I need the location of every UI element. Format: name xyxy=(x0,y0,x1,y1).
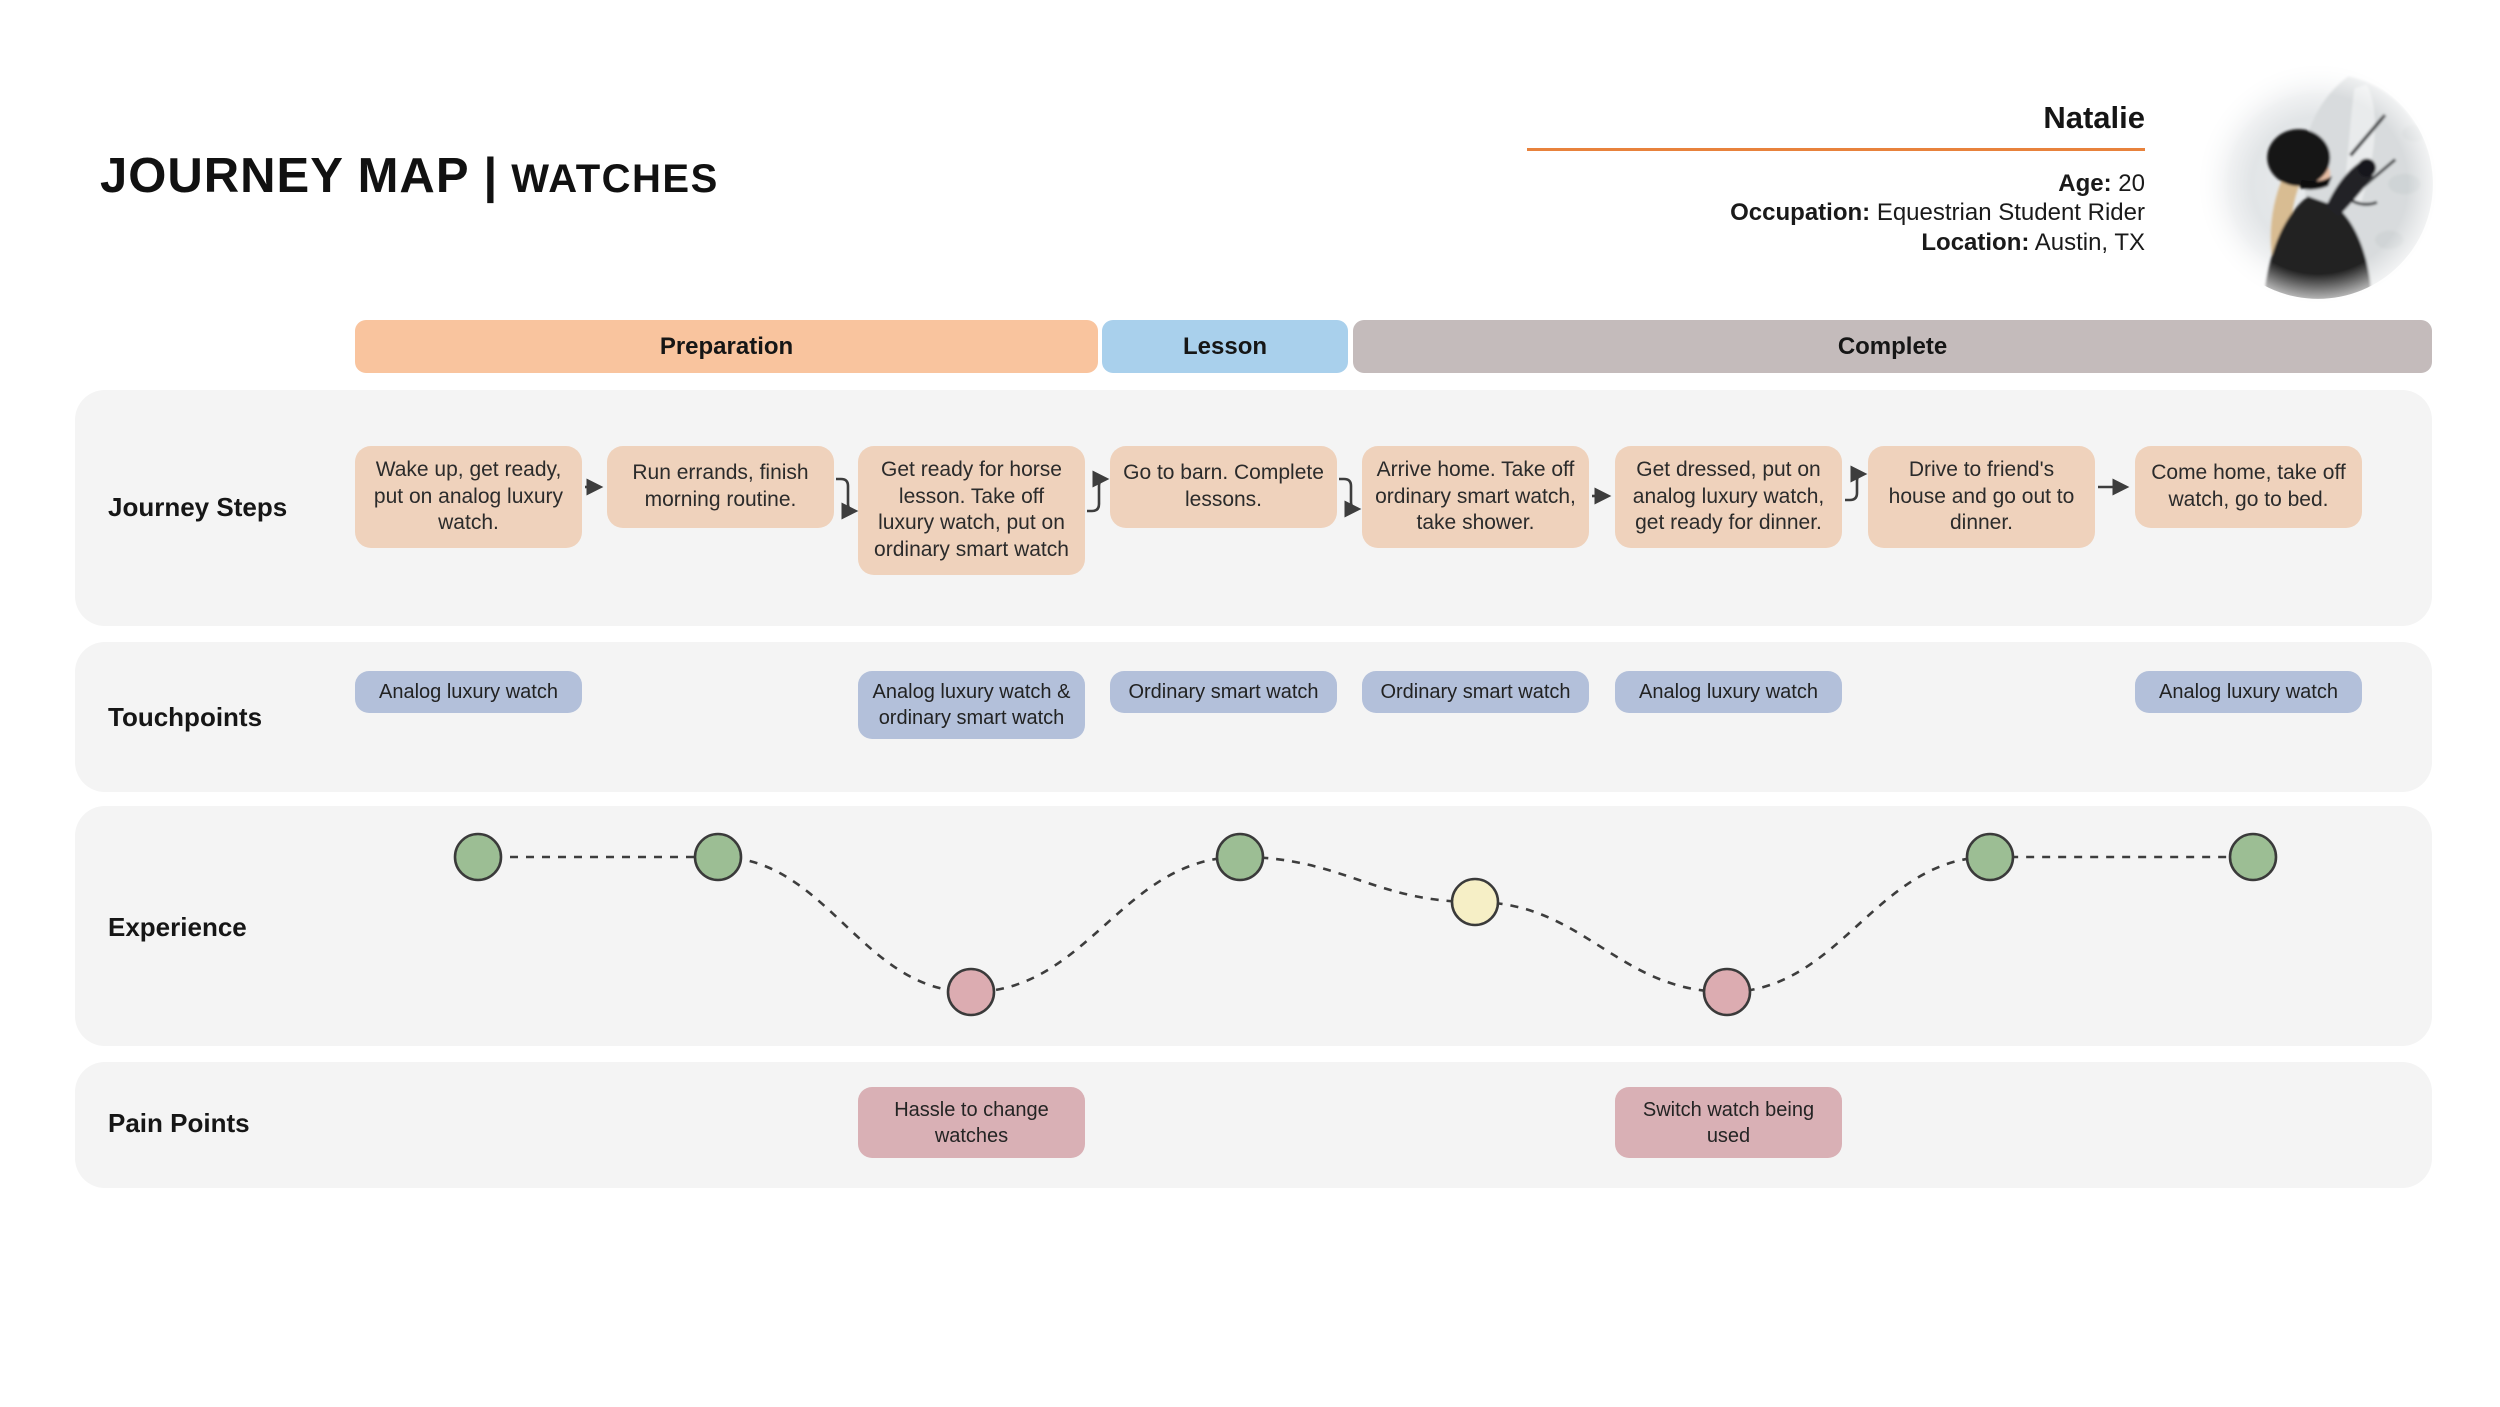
persona-location-line: Location: Austin, TX xyxy=(1527,228,2145,257)
phase-lesson-label: Lesson xyxy=(1182,332,1268,360)
phase-complete-label: Complete xyxy=(1837,332,1948,360)
journey-step-7: Drive to friend's house and go out to di… xyxy=(1868,446,2095,548)
persona-age-value: 20 xyxy=(2118,170,2145,197)
persona-photo xyxy=(2196,62,2440,306)
pain-points-row-label: Pain Points xyxy=(108,1108,250,1138)
touchpoint-step-5: Ordinary smart watch xyxy=(1362,671,1589,713)
touchpoint-step-6: Analog luxury watch xyxy=(1615,671,1842,713)
title-topic: WATCHES xyxy=(511,157,719,201)
journey-step-8: Come home, take off watch, go to bed. xyxy=(2135,446,2362,528)
pain-point-1: Hassle to change watches xyxy=(858,1087,1085,1158)
phase-preparation: Preparation xyxy=(355,320,1098,373)
persona-details: Age: 20 Occupation: Equestrian Student R… xyxy=(1527,169,2145,257)
experience-row-label: Experience xyxy=(108,912,247,942)
persona-age-label: Age: xyxy=(2058,170,2112,197)
rider-arm xyxy=(2326,161,2373,217)
touchpoints-row-label: Touchpoints xyxy=(108,702,263,732)
pain-points-row xyxy=(75,1062,2432,1188)
persona-photo-illustration xyxy=(2196,62,2440,306)
rider-hand xyxy=(2357,158,2376,177)
rider-helmet-brim xyxy=(2299,175,2333,190)
journey-step-5: Arrive home. Take off ordinary smart wat… xyxy=(1362,446,1589,548)
horse-dapple xyxy=(2374,230,2404,250)
touchpoints-row xyxy=(75,642,2432,792)
journey-step-2: Run errands, finish morning routine. xyxy=(607,446,834,528)
rider-helmet xyxy=(2267,129,2331,187)
title-divider: | xyxy=(483,149,498,203)
persona-card: Natalie Age: 20 Occupation: Equestrian S… xyxy=(1527,100,2145,257)
persona-name: Natalie xyxy=(2043,100,2145,135)
touchpoint-step-1: Analog luxury watch xyxy=(355,671,582,713)
journey-step-3: Get ready for horse lesson. Take off lux… xyxy=(858,446,1085,575)
experience-row xyxy=(75,806,2432,1046)
journey-steps-row-label: Journey Steps xyxy=(108,492,288,522)
persona-occupation-label: Occupation: xyxy=(1730,199,1871,227)
phase-lesson: Lesson xyxy=(1102,320,1348,373)
journey-step-6: Get dressed, put on analog luxury watch,… xyxy=(1615,446,1842,548)
journey-step-1: Wake up, get ready, put on analog luxury… xyxy=(355,446,582,548)
touchpoint-step-4: Ordinary smart watch xyxy=(1110,671,1337,713)
page-title: JOURNEY MAP | WATCHES xyxy=(100,148,719,204)
phase-complete: Complete xyxy=(1353,320,2432,373)
persona-occupation-value: Equestrian Student Rider xyxy=(1876,199,2145,227)
horse-dapple xyxy=(2388,173,2421,195)
title-main: JOURNEY MAP xyxy=(100,149,470,203)
rider-body xyxy=(2263,196,2373,299)
horse-bridle-strap xyxy=(2349,113,2387,157)
persona-location-label: Location: xyxy=(1921,228,2030,256)
persona-age-line: Age: 20 xyxy=(1527,169,2145,198)
persona-accent-rule xyxy=(1527,148,2145,151)
pain-point-2: Switch watch being used xyxy=(1615,1087,1842,1158)
touchpoint-step-3: Analog luxury watch & ordinary smart wat… xyxy=(858,671,1085,739)
persona-location-value: Austin, TX xyxy=(2034,228,2145,256)
journey-step-4: Go to barn. Complete lessons. xyxy=(1110,446,1337,528)
persona-occupation-line: Occupation: Equestrian Student Rider xyxy=(1527,198,2145,227)
phase-preparation-label: Preparation xyxy=(659,332,794,360)
touchpoint-step-8: Analog luxury watch xyxy=(2135,671,2362,713)
